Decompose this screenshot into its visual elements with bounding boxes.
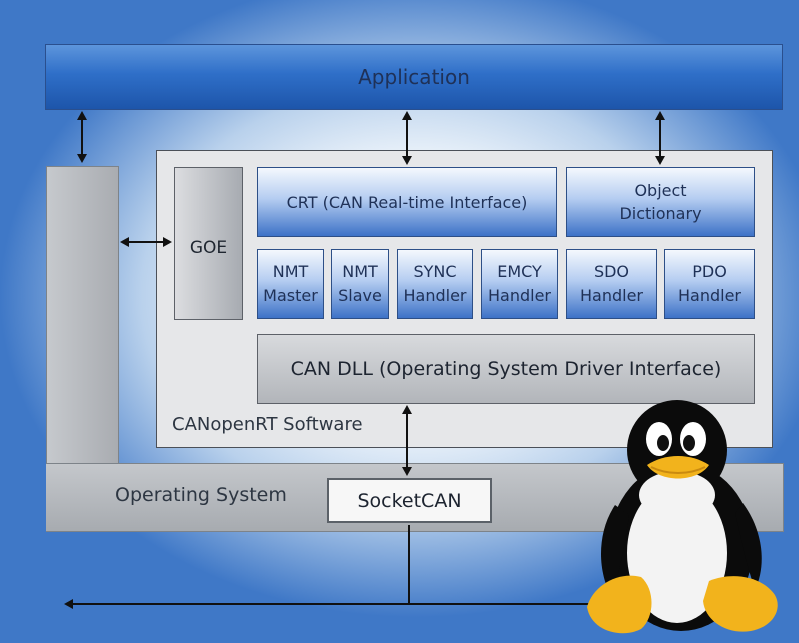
crt-box: CRT (CAN Real-time Interface) [257,167,557,237]
object-dictionary-box: Object Dictionary [566,167,755,237]
sync-handler-box: SYNC Handler [397,249,473,319]
object-dictionary-line1: Object [634,181,687,200]
handler-line2: Master [263,286,318,305]
goe-label: GOE [189,238,228,258]
handler-line1: PDO [692,262,727,281]
crt-label: CRT (CAN Real-time Interface) [286,192,528,212]
handler-line1: SDO [593,262,630,281]
tux-penguin-icon [587,400,778,634]
handler-line1: NMT [272,262,309,281]
nmt-slave-box: NMT Slave [331,249,389,319]
emcy-handler-box: EMCY Handler [481,249,558,319]
handler-line2: Handler [403,286,467,305]
nmt-master-box: NMT Master [257,249,324,319]
sdo-handler-box: SDO Handler [566,249,657,319]
application-layer: Application [45,44,783,110]
handler-line1: EMCY [497,262,542,281]
goe-box: GOE [174,167,243,320]
application-label: Application [358,65,470,89]
object-dictionary-line2: Dictionary [619,204,702,223]
handler-line2: Handler [488,286,551,305]
can-dll-box: CAN DLL (Operating System Driver Interfa… [257,334,755,404]
handler-line1: SYNC [413,262,457,281]
pdo-handler-box: PDO Handler [664,249,755,319]
operating-system-label: Operating System [115,484,287,506]
can-dll-label: CAN DLL (Operating System Driver Interfa… [290,358,722,380]
socketcan-box: SocketCAN [327,478,492,523]
socketcan-label: SocketCAN [357,489,462,512]
handler-line2: Handler [678,286,741,305]
handler-line1: NMT [342,262,378,281]
canopenrt-label: CANopenRT Software [172,414,363,435]
handler-line2: Slave [338,286,382,305]
handler-line2: Handler [580,286,643,305]
